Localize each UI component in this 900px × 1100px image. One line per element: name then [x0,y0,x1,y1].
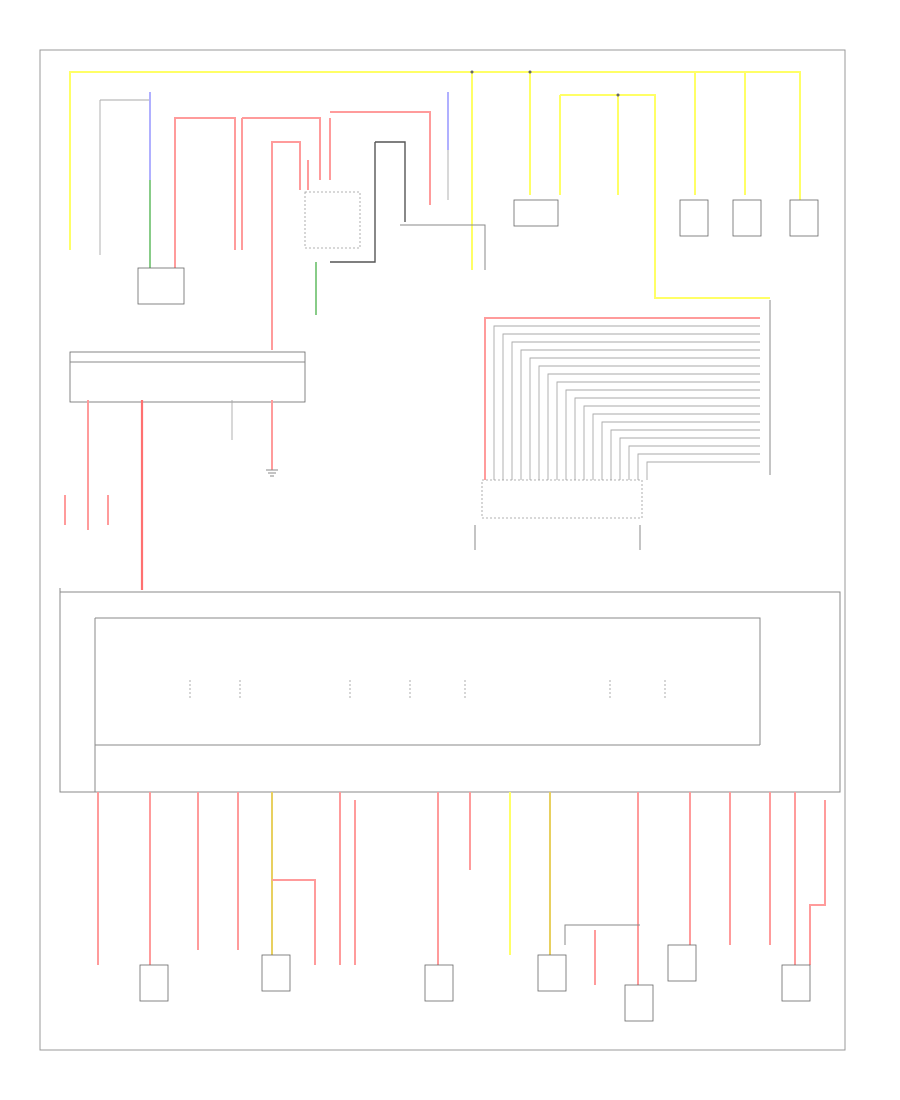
component-box-3 [732,199,762,237]
junction-red-feed [484,317,760,480]
fuse-carrier-section [64,351,306,590]
fuse-carrier-box [69,351,306,403]
top-yellow-bus [69,71,801,250]
red-wire-alternator [174,117,236,270]
red-wire-fuse-main [271,141,301,350]
fuse-panel-outline [59,588,841,793]
bottom-component-6 [667,944,697,982]
bottom-component-5 [624,984,654,1022]
battery-box [304,191,361,249]
component-box-2 [679,199,709,237]
yellow-feed-right [654,195,770,299]
junction-box-section [474,300,771,550]
component-box-1 [513,199,559,227]
bottom-component-3 [424,964,454,1002]
top-section [69,70,819,350]
bottom-component-1 [139,964,169,1002]
bottom-component-2 [261,954,291,992]
component-box-4 [789,199,819,237]
bottom-component-4 [537,954,567,992]
fuse-row [481,479,643,519]
diagram-frame [39,49,846,1051]
fuse-panel-section [59,588,841,793]
bottom-section [97,792,826,1022]
alternator-box [137,267,185,305]
bottom-component-7 [781,964,811,1002]
